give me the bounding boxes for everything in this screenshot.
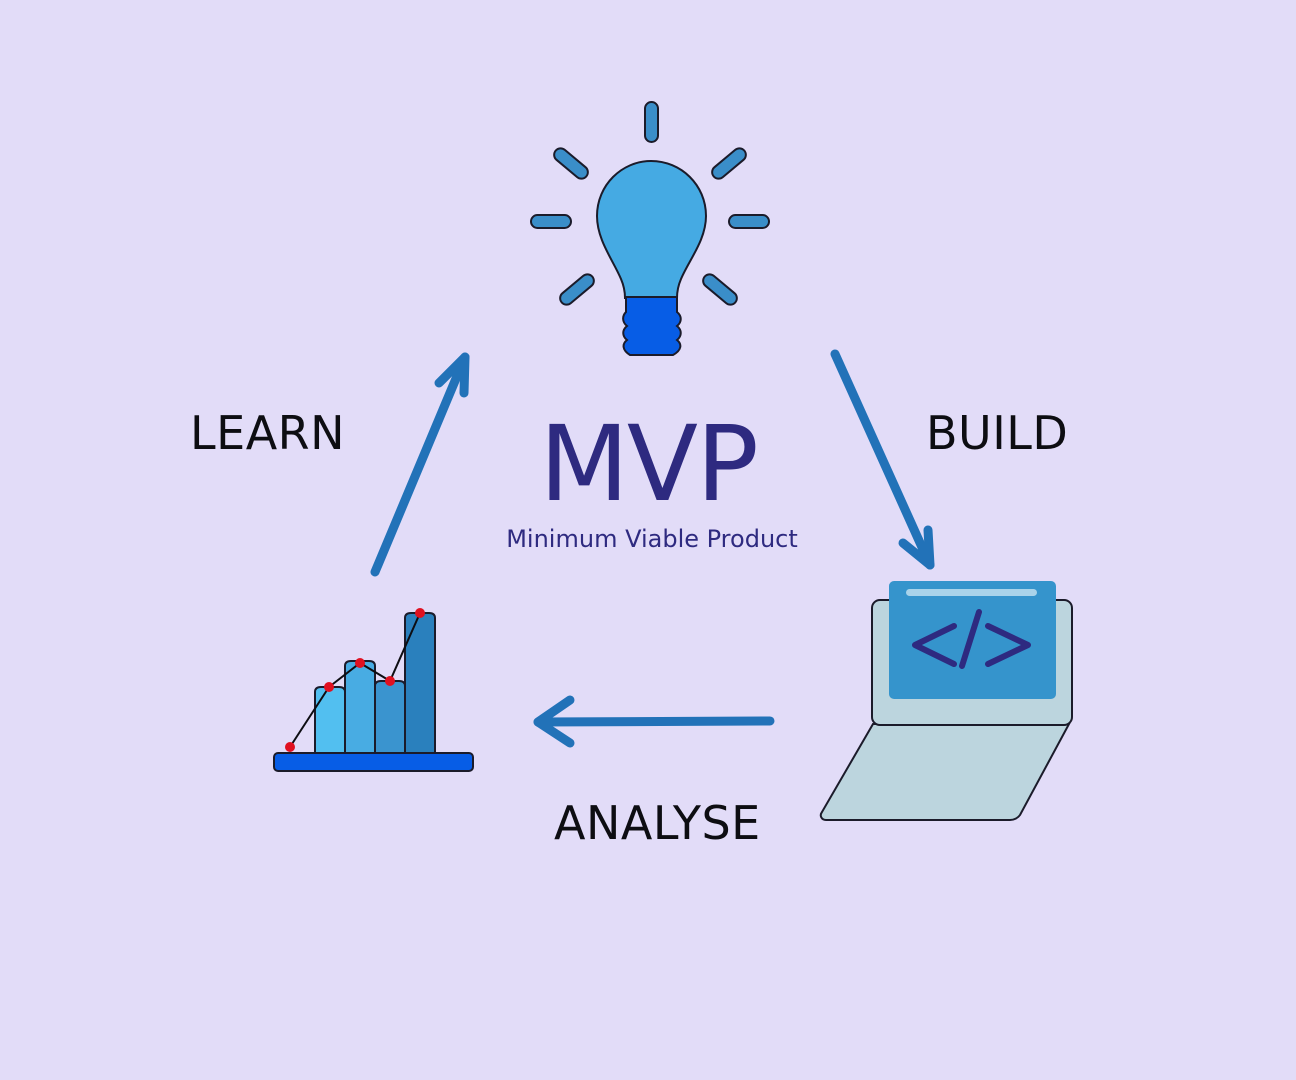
arrow-build-to-analyse [533, 695, 775, 748]
laptop-keyboard [819, 723, 1071, 821]
cycle-arrows [370, 349, 935, 748]
analyse-label: ANALYSE [554, 796, 761, 850]
build-label: BUILD [926, 406, 1069, 460]
bulb-glass [595, 159, 708, 299]
lightbulb-icon [530, 101, 770, 356]
code-brackets-icon [912, 609, 1031, 669]
arrow-idea-to-build [830, 349, 935, 570]
arrow-learn-to-idea [370, 352, 470, 577]
screen-highlight-bar [906, 589, 1037, 596]
bulb-base [622, 296, 682, 356]
light-rays [530, 101, 770, 306]
chart-base [273, 752, 474, 772]
learn-label: LEARN [190, 406, 346, 460]
mvp-title: MVP [539, 403, 759, 525]
bar-chart-icon [273, 608, 474, 772]
chart-data-points [285, 608, 425, 752]
laptop-code-icon [819, 581, 1073, 821]
chart-bars [314, 612, 436, 754]
mvp-subtitle: Minimum Viable Product [506, 525, 798, 553]
